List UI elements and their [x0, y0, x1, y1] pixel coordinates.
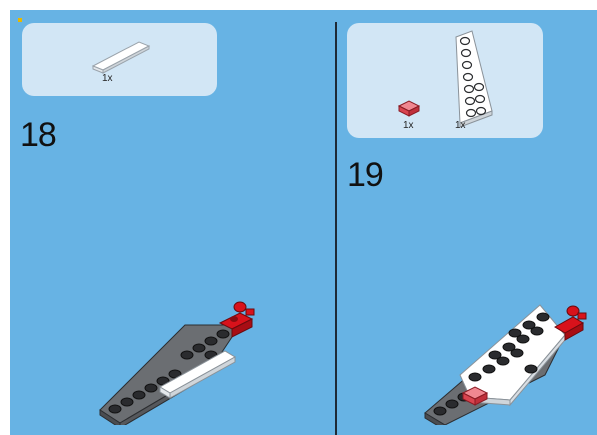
step-divider — [335, 22, 337, 435]
part-quantity: 1x — [102, 73, 113, 84]
step-number-18: 18 — [20, 116, 56, 155]
step-18-model — [90, 285, 260, 425]
white-tile-1x4-image — [87, 38, 157, 78]
part-quantity: 1x — [403, 120, 414, 131]
parts-box-step-19: 1x 1x — [347, 23, 543, 138]
white-wedge-plate-image — [450, 29, 498, 127]
step-19-model — [415, 285, 590, 425]
instruction-page: 1x 18 — [10, 10, 597, 435]
corner-mark — [18, 18, 22, 22]
step-number-19: 19 — [347, 156, 383, 195]
parts-box-step-18: 1x — [22, 23, 217, 96]
transparent-red-tile-1x1-image — [397, 98, 421, 118]
part-quantity: 1x — [455, 120, 466, 131]
